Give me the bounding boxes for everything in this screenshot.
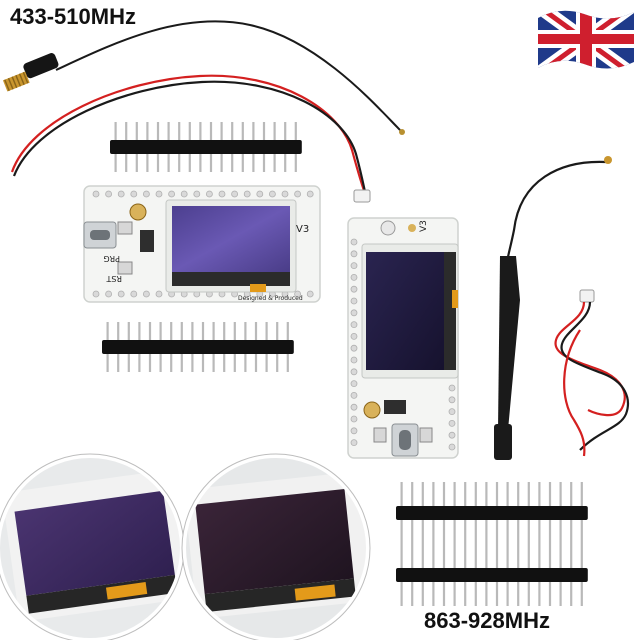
prg-label: PRG bbox=[103, 254, 120, 263]
lora-board-vertical: V3 bbox=[347, 217, 459, 459]
pcb-hole bbox=[448, 443, 456, 451]
pcb-hole bbox=[350, 250, 358, 258]
zoom-detail-off bbox=[184, 456, 368, 640]
spring-antenna-cable bbox=[2, 20, 405, 135]
pcb-hole bbox=[117, 190, 125, 198]
header-body bbox=[110, 140, 302, 154]
pcb-hole bbox=[350, 262, 358, 270]
pcb-hole bbox=[218, 190, 226, 198]
pcb-hole bbox=[448, 431, 456, 439]
header-body bbox=[396, 506, 588, 520]
lora-board-horizontal: PRG RST V3 Designed & Produced bbox=[83, 185, 321, 303]
pcb-hole bbox=[256, 190, 264, 198]
pcb-hole bbox=[350, 368, 358, 376]
pcb-hole bbox=[350, 309, 358, 317]
pcb-hole bbox=[350, 321, 358, 329]
pcb-hole bbox=[448, 419, 456, 427]
pcb-hole bbox=[350, 238, 358, 246]
pcb-hole bbox=[130, 190, 138, 198]
ipex-connector-icon bbox=[129, 203, 147, 221]
spring-coil-icon bbox=[2, 71, 30, 92]
pcb-hole bbox=[306, 190, 314, 198]
rst-label: RST bbox=[106, 274, 122, 283]
pcb-hole bbox=[231, 190, 239, 198]
pcb-hole bbox=[350, 273, 358, 281]
silkscreen-label: Designed & Produced bbox=[238, 295, 303, 302]
pcb-hole bbox=[350, 297, 358, 305]
pcb-hole bbox=[448, 408, 456, 416]
version-label: V3 bbox=[296, 224, 309, 235]
pcb-hole bbox=[193, 190, 201, 198]
pin-header-middle bbox=[102, 322, 294, 372]
frequency-label-high: 863-928MHz bbox=[424, 608, 550, 633]
frequency-label-low: 433-510MHz bbox=[10, 4, 136, 29]
battery-lead-top bbox=[10, 74, 371, 203]
pcb-hole bbox=[350, 356, 358, 364]
pcb-hole bbox=[448, 384, 456, 392]
version-label-vertical: V3 bbox=[419, 220, 429, 232]
pcb-hole bbox=[155, 190, 163, 198]
pcb-hole bbox=[448, 396, 456, 404]
battery-lead-right bbox=[554, 289, 630, 457]
pcb-hole bbox=[180, 190, 188, 198]
oled-display-lit bbox=[172, 206, 290, 272]
pcb-hole bbox=[92, 290, 100, 298]
pcb-hole bbox=[350, 332, 358, 340]
pin-header-bottom-right-1 bbox=[396, 482, 588, 544]
pcb-hole bbox=[350, 427, 358, 435]
pcb-hole bbox=[205, 190, 213, 198]
pcb-hole bbox=[117, 290, 125, 298]
pcb-hole bbox=[350, 285, 358, 293]
pcb-hole bbox=[142, 190, 150, 198]
union-jack-flag-icon bbox=[538, 10, 634, 69]
stick-antenna bbox=[494, 156, 612, 460]
pcb-hole bbox=[350, 439, 358, 447]
zoom-detail-lit bbox=[0, 456, 182, 640]
header-body bbox=[396, 568, 588, 582]
pcb-hole bbox=[350, 403, 358, 411]
pcb-hole bbox=[168, 190, 176, 198]
pin-header-top bbox=[110, 122, 302, 172]
prg-button bbox=[117, 221, 133, 235]
pcb-hole bbox=[105, 190, 112, 198]
oled-display-off bbox=[366, 252, 444, 370]
pcb-hole bbox=[130, 290, 138, 298]
pcb-hole bbox=[294, 190, 302, 198]
header-body bbox=[102, 340, 294, 354]
pcb-hole bbox=[306, 290, 314, 298]
pcb-hole bbox=[350, 415, 358, 423]
pcb-hole bbox=[155, 290, 163, 298]
pcb-hole bbox=[243, 190, 251, 198]
pcb-hole bbox=[350, 391, 358, 399]
pcb-hole bbox=[105, 290, 112, 298]
pcb-hole bbox=[294, 290, 302, 298]
pcb-hole bbox=[350, 344, 358, 352]
pcb-hole bbox=[142, 290, 150, 298]
ipex-connector-vertical-icon bbox=[363, 401, 381, 419]
pcb-hole bbox=[268, 190, 276, 198]
rst-button bbox=[117, 261, 133, 275]
pcb-hole bbox=[350, 380, 358, 388]
pcb-hole bbox=[281, 190, 289, 198]
pin-header-bottom-right-2 bbox=[396, 544, 588, 606]
pcb-hole bbox=[92, 190, 100, 198]
